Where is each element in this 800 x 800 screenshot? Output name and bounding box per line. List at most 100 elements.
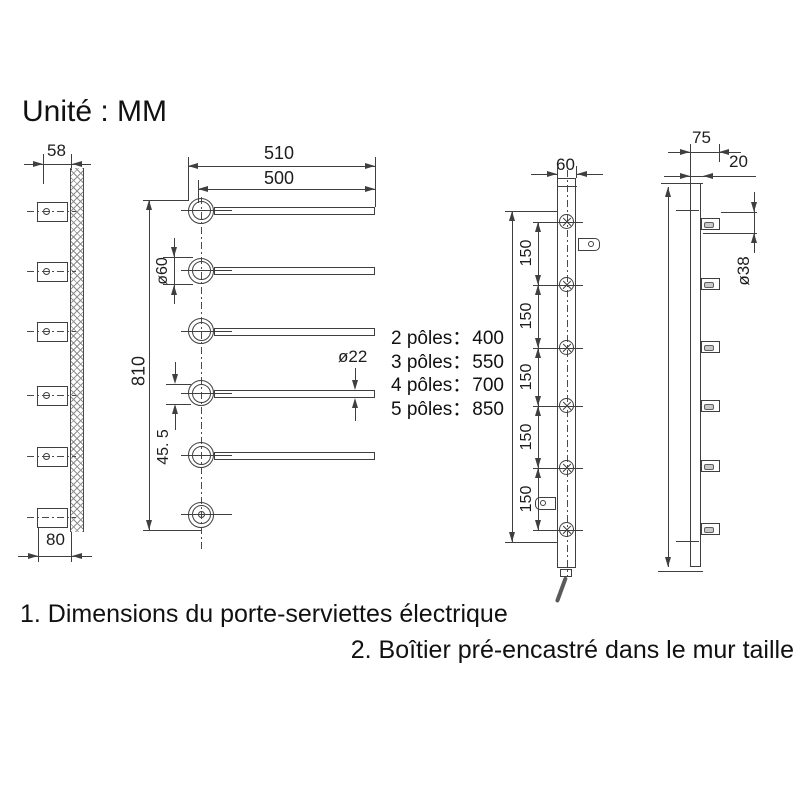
pivot-circle [188, 258, 214, 284]
drawing-line [567, 170, 569, 576]
footer-note-2: 2. Boîtier pré-encastré dans le mur tail… [350, 636, 794, 664]
drawing-line [533, 406, 583, 408]
drawing-line [71, 532, 73, 562]
bar-stub [701, 523, 720, 535]
drawing-line [188, 163, 198, 169]
drawing-line [690, 144, 692, 183]
footer-note-1: 1. Dimensions du porte-serviettes électr… [20, 600, 508, 628]
drawing-line [665, 557, 671, 567]
column-body [557, 178, 576, 568]
pivot-circle [188, 198, 214, 224]
drawing-line [188, 157, 190, 201]
drawing-line [365, 163, 375, 169]
drawing-line [27, 331, 76, 333]
drawing-line [27, 211, 76, 213]
drawing-line [533, 468, 583, 470]
drawing-line [721, 212, 757, 214]
drawing-line [166, 384, 191, 386]
bar-stub [701, 400, 720, 412]
profile-body [690, 183, 701, 567]
bar-stub [701, 341, 720, 353]
drawing-line [188, 166, 375, 168]
poles-row-label: 5 pôles： [391, 398, 472, 420]
drawing-line [174, 238, 176, 304]
drawing-line [24, 164, 91, 166]
poles-length-table: 2 pôles： 400 3 pôles： 550 4 pôles： 700 5… [391, 327, 504, 421]
drawing-line [535, 406, 541, 416]
drawing-line [509, 211, 515, 221]
pivot-circle [188, 442, 214, 468]
drawing-line [533, 285, 583, 287]
drawing-line [704, 282, 714, 288]
drawing-line [505, 542, 558, 544]
drawing-line [535, 285, 541, 295]
drawing-line [754, 192, 756, 253]
pivot-knob [559, 460, 574, 475]
dim-58-label: 58 [47, 141, 66, 160]
drawing-line [535, 520, 541, 530]
drawing-line [703, 233, 757, 235]
drawing-line [505, 211, 557, 213]
drawing-line [533, 530, 583, 532]
drawing-line [166, 404, 191, 406]
drawing-line [27, 517, 76, 519]
drawing-line [680, 149, 690, 155]
drawing-line [661, 183, 703, 185]
pivot-knob [559, 277, 574, 292]
poles-row-value: 850 [472, 398, 504, 420]
drawing-line [577, 174, 603, 176]
drawing-line [171, 247, 177, 257]
dim-60-label: 60 [556, 155, 575, 174]
pivot-circle-inner [192, 201, 211, 220]
drawing-line [676, 210, 699, 212]
drawing-line [365, 186, 375, 192]
towel-bar [214, 452, 375, 460]
drawing-line [668, 187, 670, 567]
pivot-circle-inner [192, 505, 211, 524]
towel-bar [214, 267, 375, 275]
dim-80-label: 80 [46, 530, 65, 549]
dim-75-label: 75 [692, 128, 711, 147]
drawing-line [535, 348, 541, 358]
drawing-line [352, 398, 358, 408]
page-title: Unité : MM [22, 95, 168, 128]
drawing-line [704, 527, 714, 533]
drawing-line [535, 338, 541, 348]
drawing-line [355, 368, 357, 382]
drawing-line [27, 271, 76, 273]
poles-row-value: 550 [472, 351, 504, 373]
poles-row: 5 pôles： 850 [391, 398, 504, 422]
towel-bar [214, 207, 375, 215]
drawing-line [751, 202, 757, 212]
pivot-circle-inner [192, 446, 211, 465]
drawing-line [658, 571, 703, 573]
drawing-line [72, 161, 82, 167]
drawing-line [18, 556, 92, 558]
drawing-line [533, 348, 583, 350]
pivot-circle-inner [192, 384, 211, 403]
drawing-line [27, 456, 76, 458]
drawing-line [28, 553, 38, 559]
drawing-line [538, 222, 540, 530]
drawing-line [33, 161, 43, 167]
drawing-line [535, 468, 541, 478]
poles-row-label: 3 pôles： [391, 351, 472, 373]
pivot-circle [188, 318, 214, 344]
drawing-line [665, 187, 671, 197]
drawing-line [163, 284, 193, 286]
drawing-line [576, 166, 578, 178]
drawing-line [143, 530, 202, 532]
drawing-line [72, 553, 82, 559]
drawing-line [43, 154, 45, 184]
pivot-center-dot [198, 511, 205, 518]
drawing-line [704, 404, 714, 410]
drawing-line [198, 180, 200, 203]
drawing-line [201, 197, 203, 549]
dim-o22-label: ø22 [338, 347, 368, 366]
drawing-line [533, 222, 583, 224]
drawing-line [535, 222, 541, 232]
towel-bar [214, 328, 375, 336]
drawing-line [38, 528, 40, 562]
